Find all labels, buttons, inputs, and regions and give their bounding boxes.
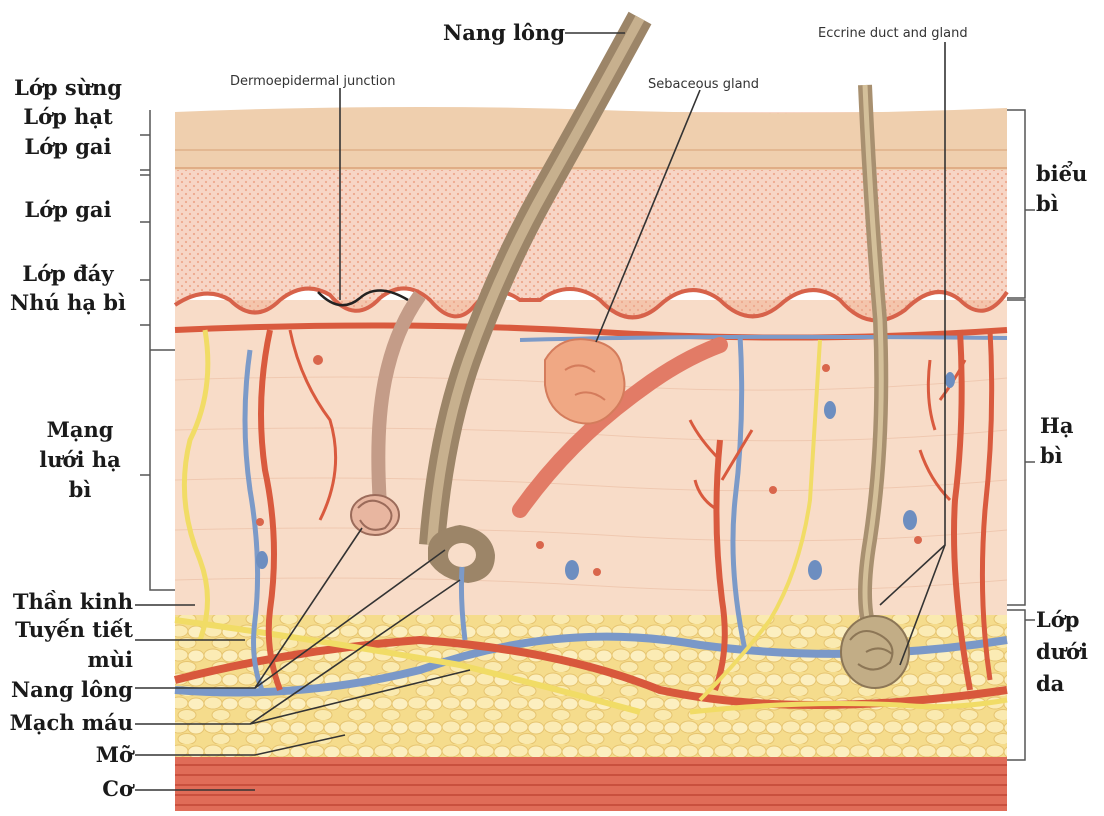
label-stratum-spinosum-top: Lớp gai xyxy=(6,135,130,159)
label-reticular-dermis-line2: lưới hạ xyxy=(30,448,130,472)
label-dermoepidermal-junction: Dermoepidermal junction xyxy=(230,74,395,89)
label-sweat-gland: Tuyến tiết mùi xyxy=(0,618,133,672)
label-nerve: Thần kinh xyxy=(0,590,133,614)
label-subcutis: Lớp dưới da xyxy=(1036,608,1088,696)
label-sebaceous-gland: Sebaceous gland xyxy=(648,77,759,92)
eccrine-gland-coil xyxy=(841,616,909,688)
sweat-gland-coil xyxy=(351,495,399,535)
label-sweat-gland-line2: mùi xyxy=(0,648,133,672)
label-epidermis-line2: bì xyxy=(1036,192,1087,216)
label-fat: Mỡ xyxy=(0,743,133,767)
label-subcutis-line3: da xyxy=(1036,672,1088,696)
label-hair-follicle-top: Nang lông xyxy=(443,21,565,45)
label-sweat-gland-line1: Tuyến tiết xyxy=(0,618,133,642)
right-brackets xyxy=(1007,110,1035,760)
label-dermal-papilla: Nhú hạ bì xyxy=(6,291,130,315)
label-reticular-dermis: Mạng lưới hạ bì xyxy=(30,418,130,502)
sebaceous-gland xyxy=(545,339,624,423)
label-blood-vessel: Mạch máu xyxy=(0,711,133,735)
label-reticular-dermis-line1: Mạng xyxy=(30,418,130,442)
label-hair-follicle-left: Nang lông xyxy=(0,678,133,702)
label-stratum-corneum: Lớp sừng xyxy=(6,76,130,100)
label-dermis: Hạ bì xyxy=(1040,414,1073,468)
muscle-layer xyxy=(175,755,1007,811)
label-stratum-basale: Lớp đáy xyxy=(6,262,130,286)
label-epidermis: biểu bì xyxy=(1036,162,1087,216)
label-muscle: Cơ xyxy=(0,777,133,801)
label-reticular-dermis-line3: bì xyxy=(30,478,130,502)
label-stratum-granulosum: Lớp hạt xyxy=(6,105,130,129)
label-subcutis-line1: Lớp xyxy=(1036,608,1088,632)
label-eccrine-duct-gland: Eccrine duct and gland xyxy=(818,26,968,41)
label-dermis-line1: Hạ xyxy=(1040,414,1073,438)
label-dermis-line2: bì xyxy=(1040,444,1073,468)
left-brackets xyxy=(140,110,175,590)
label-subcutis-line2: dưới xyxy=(1036,640,1088,664)
label-epidermis-line1: biểu xyxy=(1036,162,1087,186)
label-stratum-spinosum: Lớp gai xyxy=(6,198,130,222)
